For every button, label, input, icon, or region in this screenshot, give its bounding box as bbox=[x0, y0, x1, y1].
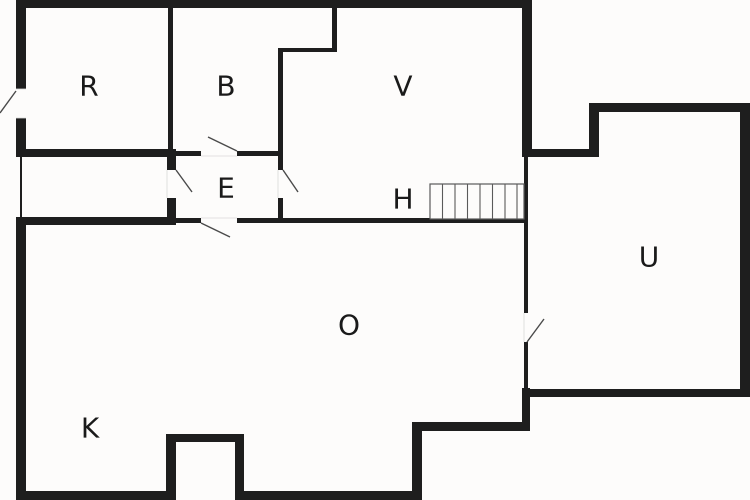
wall-r-bottom bbox=[16, 149, 176, 157]
door-e-bottom[interactable] bbox=[200, 222, 231, 238]
walls bbox=[16, 0, 750, 500]
room-label-r: R bbox=[79, 70, 98, 103]
doors bbox=[0, 90, 545, 343]
wall-b-e-a bbox=[176, 151, 201, 156]
wall-corridor-bottom bbox=[16, 217, 176, 225]
wall-left-upper-a bbox=[16, 0, 26, 89]
wall-e-left-a bbox=[167, 151, 176, 170]
wall-u-step-horizontal bbox=[522, 149, 599, 157]
wall-o-u-a bbox=[524, 157, 528, 313]
door-v[interactable] bbox=[282, 169, 299, 193]
staircase bbox=[429, 183, 525, 220]
wall-o-u-b bbox=[524, 342, 528, 389]
wall-step-vertical bbox=[412, 422, 422, 500]
wall-e-bottom-a bbox=[176, 218, 201, 223]
wall-v-step-horizontal bbox=[278, 48, 337, 52]
door-o-u[interactable] bbox=[526, 318, 545, 343]
wall-v-left-a bbox=[278, 48, 283, 170]
staircase-outline bbox=[429, 183, 525, 220]
wall-u-bottom bbox=[522, 389, 750, 397]
wall-notch-top bbox=[166, 434, 244, 442]
wall-corridor-left-thin bbox=[20, 157, 22, 218]
wall-e-bottom-b bbox=[237, 218, 528, 223]
wall-bottom-b bbox=[235, 491, 422, 500]
wall-notch-right bbox=[235, 434, 244, 500]
room-label-v: V bbox=[393, 70, 412, 103]
wall-left-lower bbox=[16, 217, 26, 500]
wall-left-upper-b bbox=[16, 118, 26, 157]
room-labels: R B V E H U O K bbox=[79, 70, 659, 445]
door-gaps bbox=[16, 88, 525, 342]
room-label-b: B bbox=[216, 70, 235, 103]
wall-r-b bbox=[168, 0, 173, 157]
room-label-h: H bbox=[392, 183, 413, 216]
wall-b-e-b bbox=[237, 151, 283, 156]
door-b[interactable] bbox=[207, 136, 238, 152]
wall-step-vertical-2 bbox=[522, 388, 530, 431]
door-exterior-left[interactable] bbox=[0, 90, 17, 114]
wall-bottom-a bbox=[16, 491, 176, 500]
room-label-k: K bbox=[81, 412, 100, 445]
wall-u-step-vertical bbox=[589, 103, 599, 157]
room-label-e: E bbox=[217, 172, 235, 205]
wall-step-horizontal bbox=[412, 422, 530, 431]
wall-u-top bbox=[589, 103, 750, 112]
room-label-u: U bbox=[639, 241, 660, 274]
room-label-o: O bbox=[338, 309, 360, 342]
wall-e-left-b bbox=[167, 198, 176, 225]
door-e-left[interactable] bbox=[175, 169, 193, 193]
wall-top bbox=[16, 0, 532, 8]
wall-v-step-vertical bbox=[332, 0, 337, 52]
wall-notch-left bbox=[166, 434, 176, 500]
wall-v-left-b bbox=[278, 198, 283, 223]
wall-v-right bbox=[522, 0, 532, 157]
wall-u-right bbox=[740, 103, 750, 397]
